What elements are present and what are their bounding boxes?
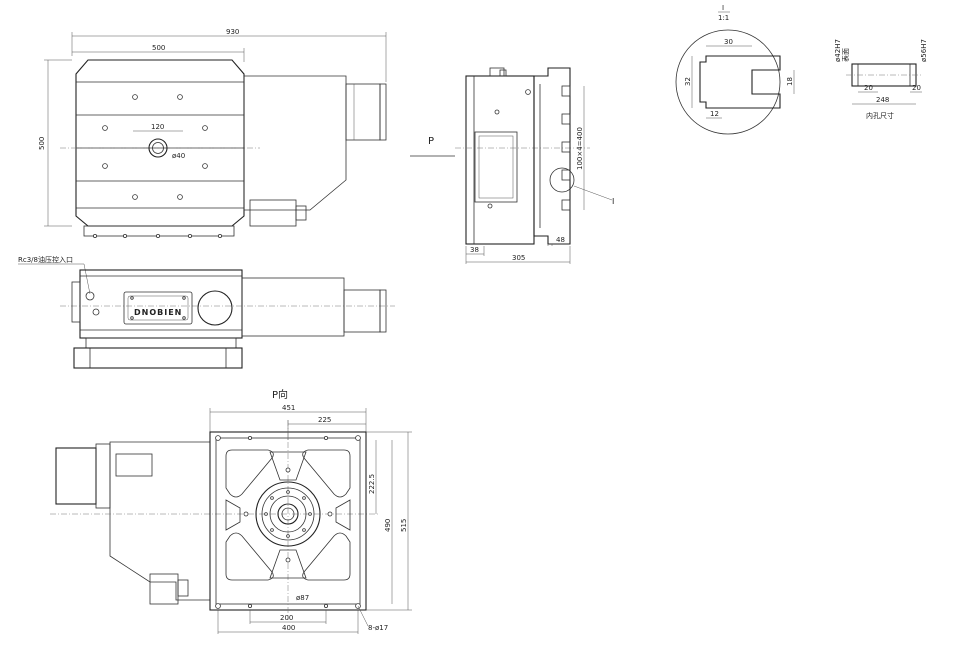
dim-overall-width: 930 (226, 28, 239, 36)
detail-title: I (722, 4, 724, 12)
p-direction-view: P向 451 225 (50, 388, 412, 634)
bore-dim-b: 20 (912, 84, 921, 92)
bore-dim-d1: ø42H7 (834, 39, 842, 62)
dim-center-hole: ø40 (172, 152, 185, 160)
dim-slot: 120 (151, 123, 164, 131)
dim-table-width: 500 (152, 44, 165, 52)
detail-dim-neck: 12 (710, 110, 719, 118)
detail-callout: I (612, 197, 614, 206)
brand-plate: DNOBIEN (134, 308, 182, 317)
dim-height: 500 (38, 137, 46, 150)
p-dim-225: 225 (318, 416, 331, 424)
p-dim-400: 400 (282, 624, 295, 632)
bore-dim-d2: ø56H7 (920, 39, 928, 62)
bore-detail-view: ø42H7 表面 ø56H7 20 20 248 内孔尺寸 (834, 39, 928, 120)
detail-dim-height: 32 (684, 77, 692, 86)
p-dim-515: 515 (400, 519, 408, 532)
bore-dim-a: 20 (864, 84, 873, 92)
dim-total: 305 (512, 254, 525, 262)
p-dim-490: 490 (384, 519, 392, 532)
front-elevation-view: Rc3/8油压控入口 DNOBIEN (18, 255, 395, 369)
detail-scale: 1:1 (718, 14, 729, 22)
detail-dim-width: 30 (724, 38, 733, 46)
detail-view-i: I 1:1 30 32 12 18 (675, 4, 795, 135)
p-dim-hole: ø87 (296, 594, 309, 602)
p-dim-holes: 8-ø17 (368, 624, 388, 632)
oil-inlet-label: Rc3/8油压控入口 (18, 255, 73, 264)
dim-right: 48 (556, 236, 565, 244)
dim-slot-pitch: 100×4=400 (576, 127, 584, 170)
p-view-title: P向 (272, 388, 288, 401)
p-dim-200: 200 (280, 614, 293, 622)
top-plan-view: 930 500 500 120 ø40 (38, 28, 387, 238)
side-view: P I 100×4=400 38 (410, 67, 614, 264)
view-arrow-p: P (428, 136, 434, 147)
p-dim-222: 222.5 (368, 474, 376, 494)
bore-caption: 内孔尺寸 (866, 111, 894, 120)
bore-dim-total: 248 (876, 96, 889, 104)
bore-note-d1: 表面 (841, 48, 850, 62)
dim-left: 38 (470, 246, 479, 254)
detail-dim-right: 18 (786, 77, 794, 86)
p-dim-451: 451 (282, 404, 295, 412)
